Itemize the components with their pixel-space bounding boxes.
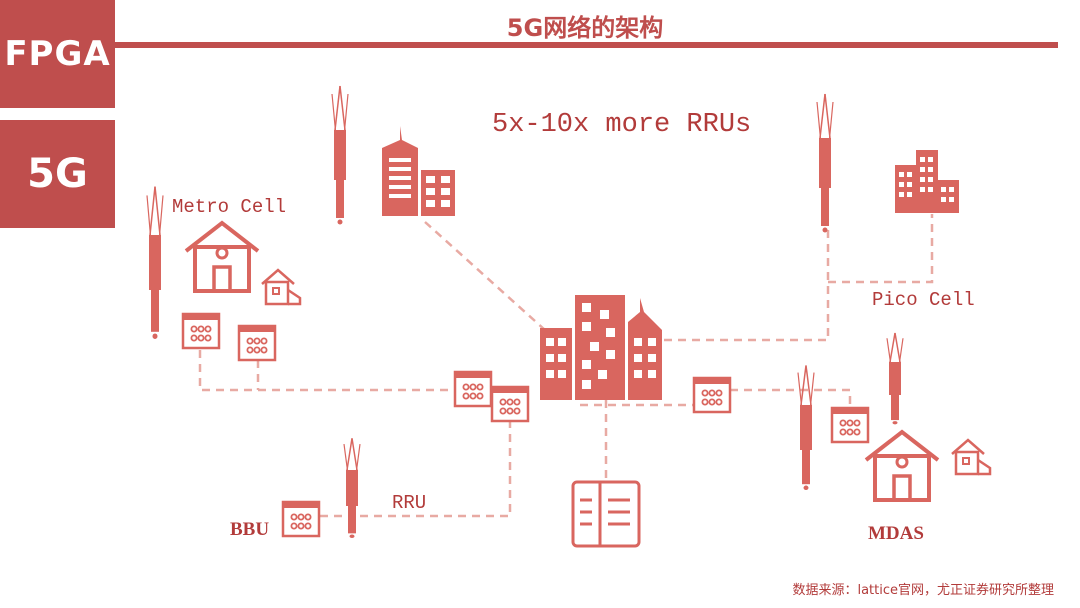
unit-box-icon (453, 370, 493, 408)
fpga-label-block: FPGA (0, 0, 115, 108)
unit-box-icon (281, 500, 321, 538)
apartment-icon (895, 150, 959, 213)
diagram-headline: 5x-10x more RRUs (492, 110, 752, 140)
dashed-links (198, 214, 934, 518)
metro-cell-label: Metro Cell (172, 196, 287, 218)
tower-icon (886, 332, 904, 426)
unit-box-icon (830, 406, 870, 444)
skyscraper-icon (382, 126, 455, 216)
unit-box-icon (490, 385, 530, 423)
tower-icon (331, 85, 349, 226)
unit-box-icon (237, 324, 277, 362)
city-center-icon (540, 295, 662, 400)
house-icon (864, 430, 940, 502)
mdas-label: MDAS (868, 523, 924, 544)
5g-label: 5G (27, 151, 88, 197)
title-divider (115, 42, 1058, 48)
fpga-label: FPGA (4, 34, 111, 74)
small-house-icon (260, 268, 302, 306)
tower-icon (816, 93, 834, 234)
tower-icon (146, 185, 164, 340)
pico-cell-label: Pico Cell (872, 289, 975, 311)
5g-label-block: 5G (0, 120, 115, 228)
server-rack-icon (571, 480, 641, 548)
rru-label: RRU (392, 492, 427, 514)
page-title: 5G网络的架构 (506, 14, 664, 42)
source-note: 数据来源：lattice官网，尤正证券研究所整理 (792, 583, 1054, 598)
unit-box-icon (181, 312, 221, 350)
small-house-icon (950, 438, 992, 476)
unit-box-icon (692, 376, 732, 414)
tower-icon (797, 364, 815, 491)
bbu-label: BBU (230, 519, 270, 540)
tower-icon (343, 437, 361, 539)
house-icon (184, 221, 260, 293)
